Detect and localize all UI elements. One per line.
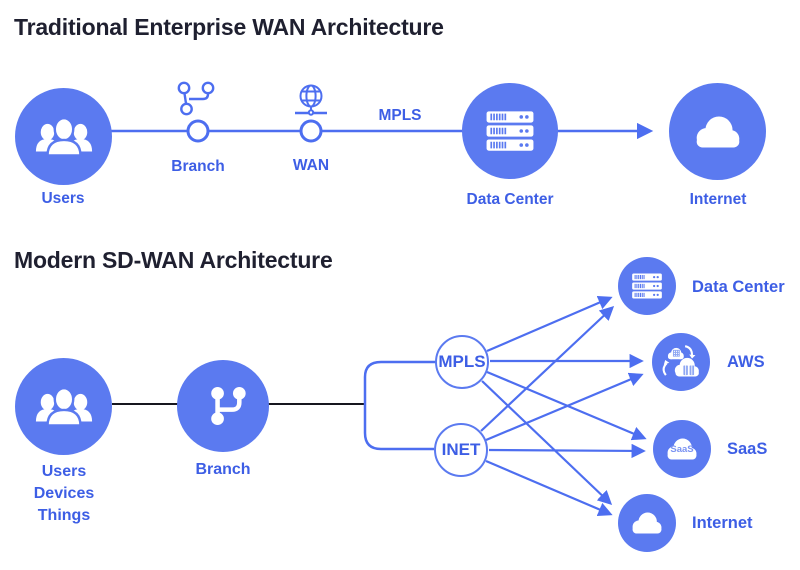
modern-aws-label: AWS bbox=[727, 353, 765, 371]
inet-hub: INET bbox=[434, 423, 488, 477]
saas-cloud-icon bbox=[667, 438, 697, 460]
modern-saas-node: SaaS bbox=[653, 420, 711, 478]
cloud-icon bbox=[632, 512, 662, 534]
modern-section-title: Modern SD-WAN Architecture bbox=[14, 247, 333, 273]
arrow-inet-to-datacenter bbox=[480, 306, 615, 432]
wan-node-dot bbox=[299, 119, 323, 143]
cloud-icon bbox=[696, 116, 739, 147]
users-group-icon bbox=[35, 116, 92, 157]
trad-mpls-link-label: MPLS bbox=[378, 107, 422, 124]
server-rack-icon bbox=[632, 273, 662, 299]
modern-users-label-line1: Users bbox=[41, 463, 87, 480]
trad-branch-label: Branch bbox=[171, 158, 225, 175]
fork-bracket-line bbox=[363, 360, 437, 451]
modern-branch-node bbox=[177, 360, 269, 452]
inet-hub-label: INET bbox=[441, 440, 481, 459]
trad-internet-label: Internet bbox=[689, 191, 747, 208]
trad-wan-label: WAN bbox=[292, 157, 330, 174]
modern-aws-node bbox=[652, 333, 710, 391]
users-group-icon bbox=[35, 386, 92, 427]
modern-datacenter-label: Data Center bbox=[692, 278, 785, 296]
modern-internet-node bbox=[618, 494, 676, 552]
arrow-inet-to-internet bbox=[485, 459, 613, 517]
git-branch-icon bbox=[211, 386, 246, 426]
trad-users-node bbox=[15, 88, 112, 185]
arrow-mpls-to-datacenter bbox=[486, 295, 613, 353]
trad-datacenter-node bbox=[462, 83, 558, 179]
fanout-arrows bbox=[480, 295, 647, 517]
modern-branch-label: Branch bbox=[195, 461, 251, 478]
mpls-hub-label: MPLS bbox=[438, 352, 486, 371]
modern-saas-label: SaaS bbox=[727, 440, 768, 458]
branch-node-dot bbox=[186, 119, 210, 143]
trad-users-label: Users bbox=[41, 190, 85, 207]
cloud-migration-icon bbox=[662, 345, 699, 377]
server-rack-icon bbox=[486, 111, 534, 151]
arrow-mpls-to-internet bbox=[481, 380, 613, 505]
arrow-mpls-to-saas bbox=[486, 370, 647, 441]
trad-internet-node bbox=[669, 83, 766, 180]
mpls-hub: MPLS bbox=[435, 335, 489, 389]
modern-internet-label: Internet bbox=[692, 514, 753, 532]
modern-users-label-line3: Things bbox=[37, 507, 91, 524]
arrow-inet-to-aws bbox=[485, 372, 644, 442]
modern-users-label: Users Devices Things bbox=[3, 461, 125, 527]
arrow-inet-to-saas bbox=[488, 443, 646, 459]
saas-icon-text: SaaS bbox=[670, 444, 694, 455]
modern-users-label-line2: Devices bbox=[33, 485, 95, 502]
git-branch-icon bbox=[177, 81, 215, 116]
modern-users-node bbox=[15, 358, 112, 455]
traditional-section-title: Traditional Enterprise WAN Architecture bbox=[14, 14, 444, 40]
trad-datacenter-label: Data Center bbox=[466, 191, 554, 208]
modern-datacenter-node bbox=[618, 257, 676, 315]
globe-icon bbox=[295, 84, 327, 116]
